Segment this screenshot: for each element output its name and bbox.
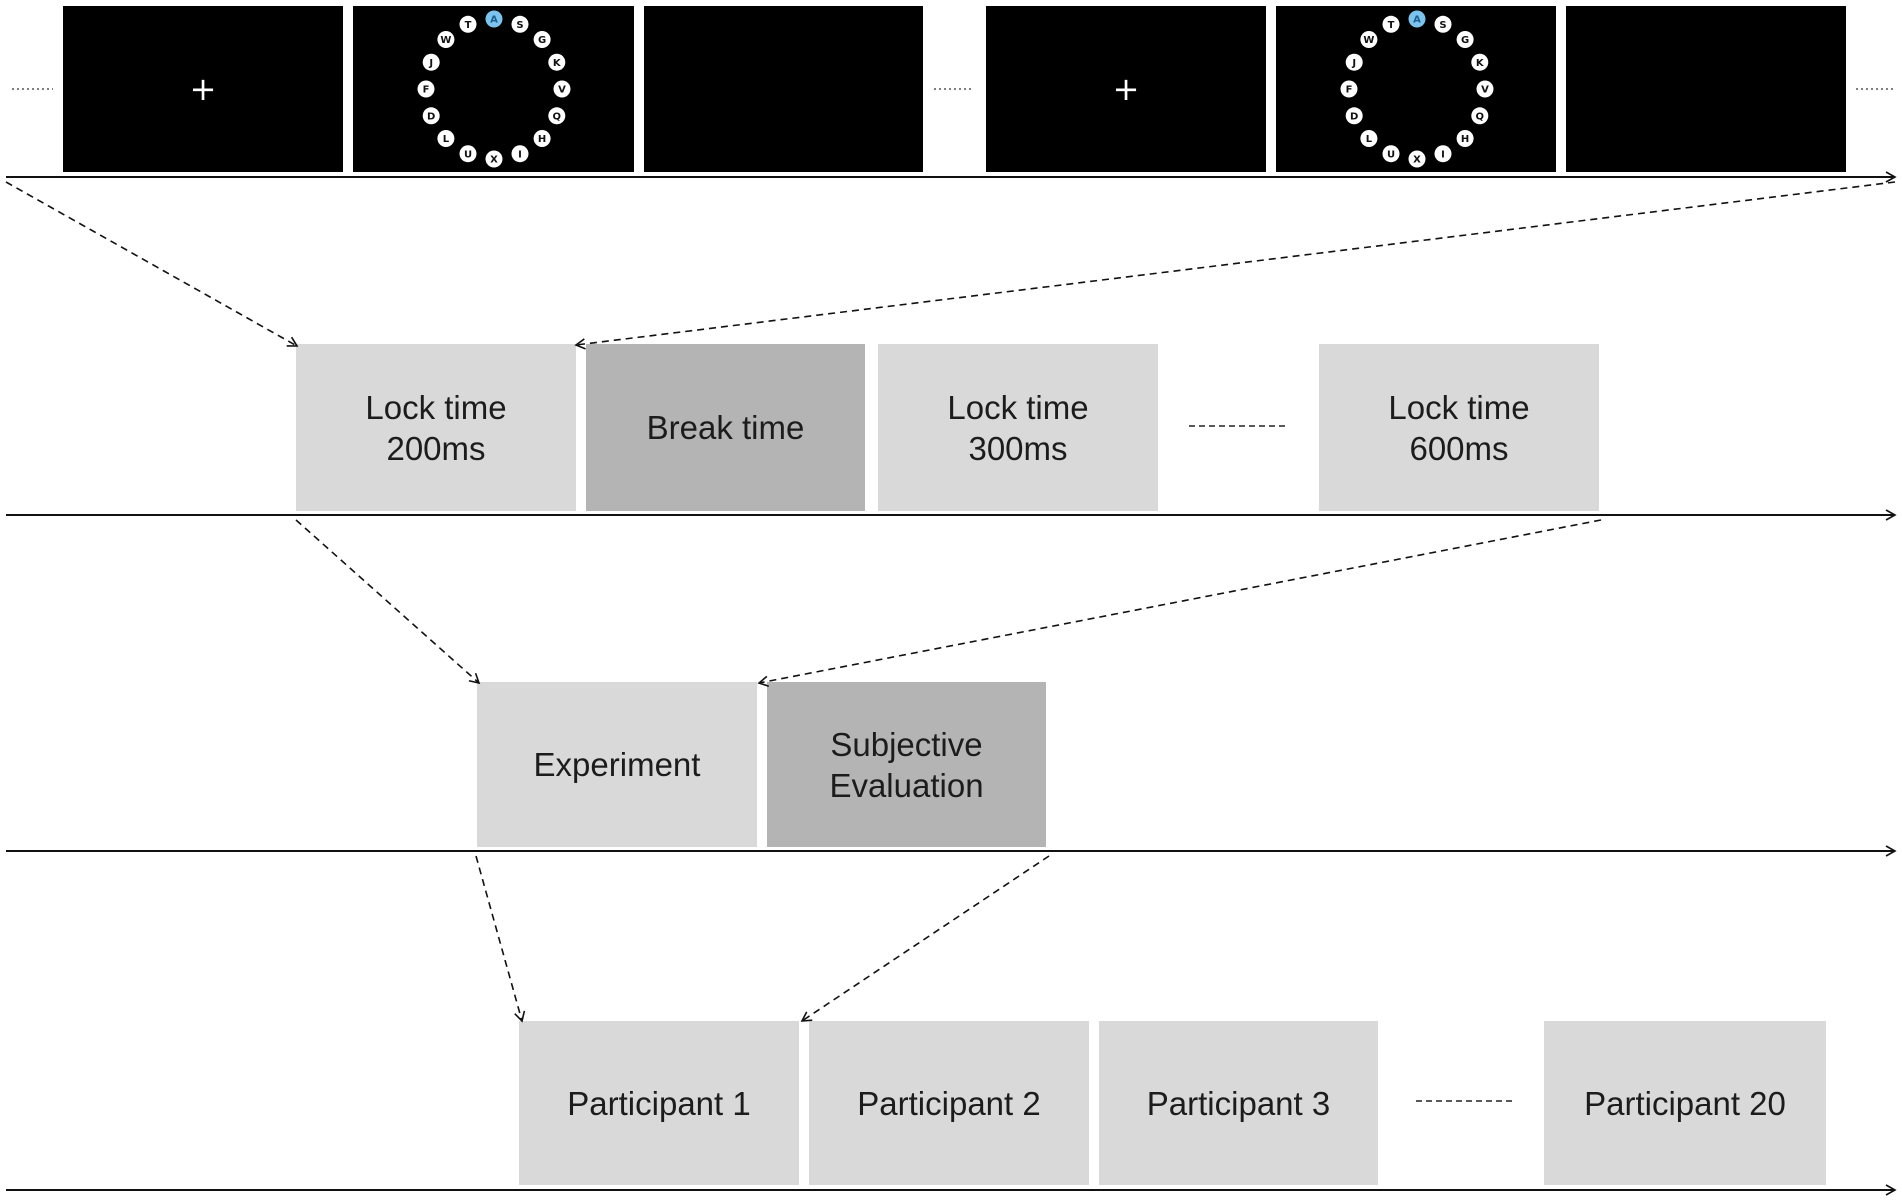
block-sublabel: 200ms xyxy=(386,429,486,467)
blank-screen xyxy=(1566,6,1846,172)
block-sublabel: Evaluation xyxy=(829,766,984,804)
block-label: Participant 3 xyxy=(1146,1084,1331,1122)
experiment-block: Experiment xyxy=(477,682,757,847)
participant-20-block: Participant 20 xyxy=(1544,1021,1826,1185)
subjective-evaluation-block: Subjective Evaluation xyxy=(767,682,1046,847)
block-sublabel: 600ms xyxy=(1409,429,1509,467)
block-label: Participant 20 xyxy=(1584,1084,1786,1122)
letter-ring-screen xyxy=(353,6,634,172)
block-label: Lock time xyxy=(365,388,507,426)
lock-time-300ms-block: Lock time 300ms xyxy=(878,344,1158,511)
zoom-connector-arrow xyxy=(574,181,1896,350)
lock-time-200ms-block: Lock time 200ms xyxy=(296,344,576,511)
zoom-connector-arrow xyxy=(475,855,526,1023)
fixation-screen: + xyxy=(986,6,1266,172)
block-sublabel: 300ms xyxy=(968,429,1068,467)
zoom-connector-arrow xyxy=(757,519,1602,687)
block-label: Lock time xyxy=(947,388,1089,426)
fixation-cross: + xyxy=(1112,70,1140,108)
block-label: Experiment xyxy=(533,746,701,783)
zoom-connector-arrow xyxy=(5,181,299,347)
participant-1-block: Participant 1 xyxy=(519,1021,799,1185)
break-time-block: Break time xyxy=(586,344,865,511)
participant-2-block: Participant 2 xyxy=(809,1021,1089,1185)
participant-3-block: Participant 3 xyxy=(1099,1021,1378,1185)
letter-ring-screen xyxy=(1276,6,1556,172)
fixation-screen: + xyxy=(63,6,343,172)
blank-screen xyxy=(644,6,923,172)
block-label: Participant 1 xyxy=(567,1084,751,1122)
lock-time-600ms-block: Lock time 600ms xyxy=(1319,344,1599,511)
zoom-connector-arrow xyxy=(295,519,481,685)
block-label: Participant 2 xyxy=(857,1084,1041,1122)
block-label: Subjective xyxy=(830,725,983,763)
block-label: Lock time xyxy=(1388,388,1530,426)
fixation-cross: + xyxy=(189,70,217,108)
block-label: Break time xyxy=(646,409,805,446)
zoom-connector-arrow xyxy=(800,855,1050,1022)
